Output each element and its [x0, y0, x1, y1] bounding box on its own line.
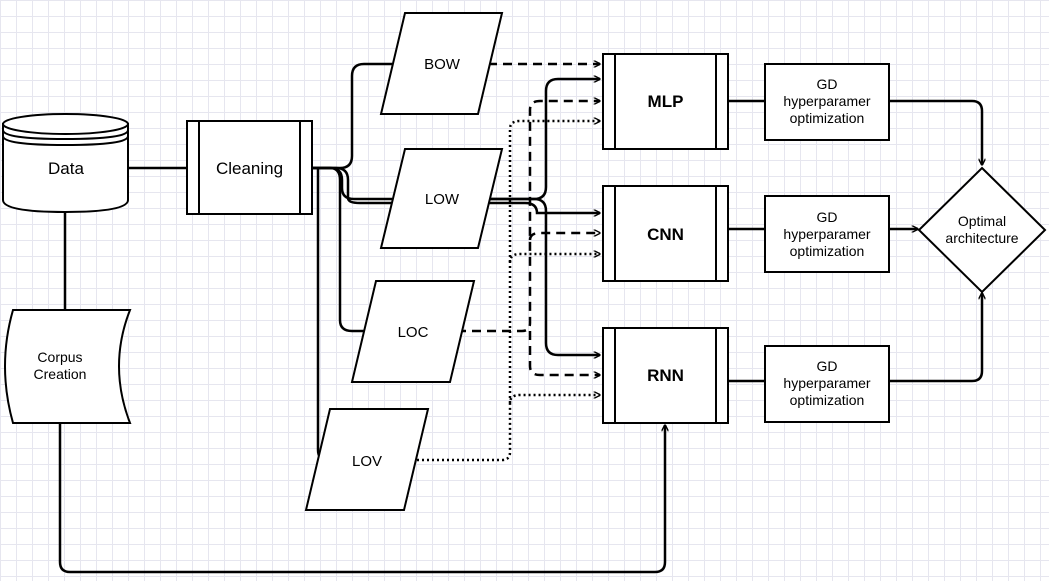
node-rnn: RNN: [602, 327, 729, 424]
edge-loc-cnn: [528, 233, 600, 241]
edge-cleaning-loc: [312, 166, 370, 333]
node-low: LOW: [379, 148, 504, 249]
edge-low-rnn: [488, 197, 600, 355]
loc-label: LOC: [398, 324, 429, 341]
bow-label: BOW: [424, 56, 461, 73]
node-mlp: MLP: [602, 53, 729, 150]
node-optimal-architecture: Optimal architecture: [917, 166, 1047, 294]
gd-cnn-line2: hyperparamer: [783, 226, 870, 242]
edge-lov-mlp: [508, 121, 600, 262]
node-gd-rnn: GD hyperparamer optimization: [764, 345, 890, 423]
node-cnn: CNN: [602, 185, 729, 282]
node-loc: LOC: [350, 280, 476, 383]
edge-lov-rnn: [412, 395, 600, 462]
gd-mlp-line2: hyperparamer: [783, 93, 870, 109]
edges: [58, 62, 982, 574]
node-data: Data: [2, 113, 129, 214]
cleaning-label: Cleaning: [216, 159, 283, 178]
gd-mlp-line3: optimization: [790, 110, 865, 126]
corpus-label-line1: Corpus: [37, 349, 82, 365]
gd-cnn-line3: optimization: [790, 243, 865, 259]
data-label: Data: [48, 159, 84, 178]
edge-gdrnn-optimal: [889, 293, 982, 383]
node-lov: LOV: [304, 408, 430, 511]
lov-label: LOV: [352, 453, 382, 470]
mlp-label: MLP: [648, 92, 684, 111]
gd-rnn-line2: hyperparamer: [783, 375, 870, 391]
gd-rnn-line3: optimization: [790, 392, 865, 408]
edge-gdmlp-optimal: [889, 99, 982, 165]
node-gd-mlp: GD hyperparamer optimization: [764, 63, 890, 141]
edge-loc-mlp: [457, 101, 600, 333]
low-label: LOW: [425, 191, 460, 208]
optimal-line1: Optimal: [958, 213, 1006, 229]
edge-cleaning-cnn: [312, 166, 600, 213]
gd-mlp-line1: GD: [817, 76, 838, 92]
optimal-line2: architecture: [945, 230, 1018, 246]
edge-cleaning-bow: [312, 62, 392, 170]
corpus-label-line2: Creation: [34, 366, 87, 382]
cnn-label: CNN: [647, 225, 684, 244]
edge-cleaning-low: [312, 166, 392, 201]
edge-corpus-rnn: [58, 423, 665, 574]
gd-cnn-line1: GD: [817, 209, 838, 225]
edge-loc-rnn: [528, 331, 600, 375]
edge-lov-cnn: [508, 254, 600, 403]
node-corpus-creation: Corpus Creation: [4, 309, 132, 424]
node-gd-cnn: GD hyperparamer optimization: [764, 195, 890, 273]
gd-rnn-line1: GD: [817, 358, 838, 374]
edge-low-mlp: [488, 79, 600, 201]
node-bow: BOW: [379, 12, 504, 115]
node-cleaning: Cleaning: [186, 120, 313, 215]
rnn-label: RNN: [647, 366, 684, 385]
